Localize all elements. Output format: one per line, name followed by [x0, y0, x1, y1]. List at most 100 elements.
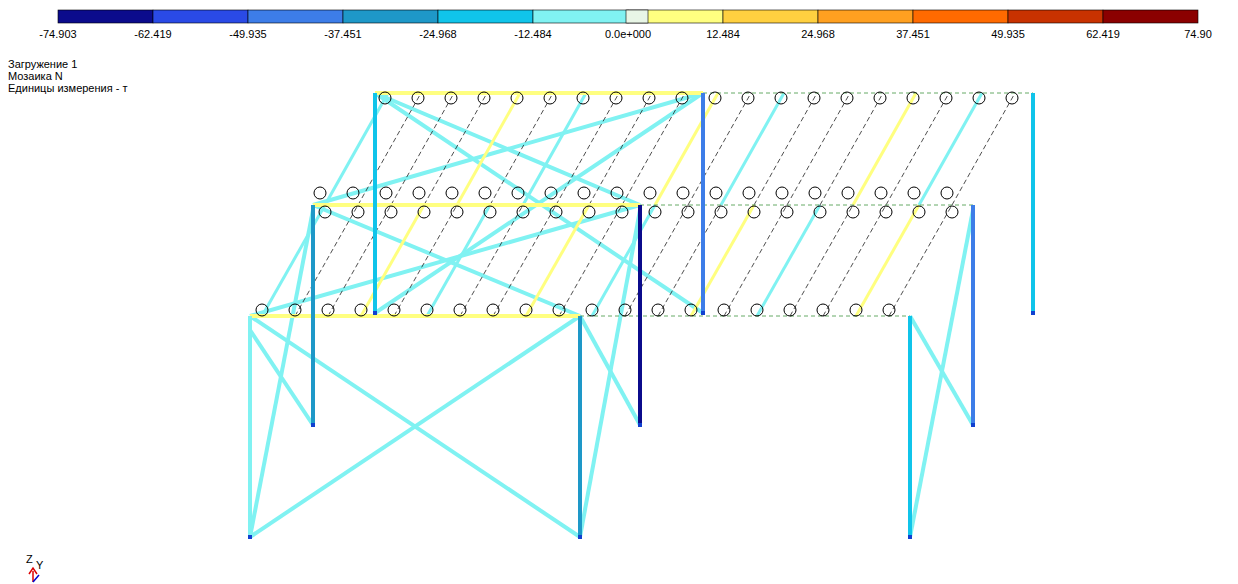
hinge-symbol — [908, 187, 920, 199]
brace — [313, 93, 703, 205]
beam — [640, 205, 973, 206]
purlin — [262, 205, 325, 316]
hinge-symbol — [781, 206, 793, 218]
hinge-symbol — [775, 92, 787, 104]
hinge-symbol — [644, 187, 656, 199]
hinge-symbol — [808, 92, 820, 104]
hinge-symbol — [841, 92, 853, 104]
hinge-symbol — [517, 206, 529, 218]
hinge-symbol — [643, 92, 655, 104]
hinge-symbol — [583, 206, 595, 218]
purlin — [427, 205, 490, 316]
purlin — [724, 205, 787, 316]
purlin — [721, 93, 784, 205]
hinge-symbol — [352, 206, 364, 218]
column — [638, 205, 642, 425]
hinge-symbol — [682, 206, 694, 218]
scale-segment — [723, 10, 818, 23]
hinge-symbol — [718, 304, 730, 316]
purlin — [658, 205, 721, 316]
hinge-symbol — [445, 92, 457, 104]
hinge-symbol — [446, 187, 458, 199]
hinge-symbol — [616, 206, 628, 218]
info-text: Мозаика N — [8, 70, 63, 83]
hinge-symbol — [412, 92, 424, 104]
brace — [910, 210, 973, 537]
hinge-symbol — [484, 206, 496, 218]
hinge-symbol — [809, 187, 821, 199]
purlin — [691, 205, 754, 316]
scale-value: -74.903 — [39, 28, 76, 41]
hinge-symbol — [355, 304, 367, 316]
beam — [580, 316, 910, 317]
scale-segment — [533, 10, 628, 23]
purlin — [625, 205, 688, 316]
hinge-symbol — [913, 206, 925, 218]
scale-value: -62.419 — [134, 28, 171, 41]
hinge-symbol — [511, 92, 523, 104]
column — [1031, 93, 1035, 313]
hinge-symbol — [1006, 92, 1018, 104]
hinge-symbol — [676, 92, 688, 104]
scale-value: -37.451 — [324, 28, 361, 41]
hinge-symbol — [479, 187, 491, 199]
column — [701, 93, 705, 313]
scale-value: 37.451 — [896, 28, 930, 41]
purlin — [328, 205, 391, 316]
purlin — [592, 205, 655, 316]
hinge-symbol — [817, 304, 829, 316]
hinge-symbol — [883, 304, 895, 316]
column — [971, 205, 975, 425]
purlin — [358, 93, 421, 205]
scale-segment — [58, 10, 153, 23]
column — [578, 316, 582, 537]
purlin — [754, 93, 817, 205]
purlin — [790, 205, 853, 316]
scale-value: 74.90 — [1184, 28, 1212, 41]
scale-segment — [626, 10, 648, 23]
hinge-symbol — [314, 187, 326, 199]
hinge-symbol — [319, 206, 331, 218]
brace — [313, 205, 580, 316]
hinge-symbol — [940, 92, 952, 104]
info-text: Загружение 1 — [8, 58, 77, 71]
purlin — [424, 93, 487, 205]
hinge-symbol — [385, 206, 397, 218]
hinge-symbol — [578, 187, 590, 199]
axis-label: Y — [36, 559, 43, 572]
hinge-symbol — [256, 304, 268, 316]
purlin — [295, 205, 358, 316]
support — [908, 535, 912, 539]
hinge-symbol — [347, 187, 359, 199]
hinge-symbol — [743, 187, 755, 199]
hinge-symbol — [413, 187, 425, 199]
column — [311, 205, 315, 425]
purlin — [688, 93, 751, 205]
purlin — [523, 93, 586, 205]
scale-value: 0.0e+000 — [605, 28, 651, 41]
hinge-symbol — [380, 187, 392, 199]
hinge-symbol — [451, 206, 463, 218]
brace — [250, 205, 640, 316]
hinge-symbol — [874, 92, 886, 104]
hinge-symbol — [814, 206, 826, 218]
hinge-symbol — [649, 206, 661, 218]
scale-value: 49.935 — [991, 28, 1025, 41]
frame — [248, 92, 1035, 539]
purlin — [886, 93, 949, 205]
purlin — [622, 93, 685, 205]
hinge-symbol — [685, 304, 697, 316]
hinge-symbol — [710, 187, 722, 199]
purlin — [853, 93, 916, 205]
support — [373, 311, 377, 315]
support — [971, 423, 975, 427]
purlin — [361, 205, 424, 316]
scale-segment — [438, 10, 533, 23]
hinge-symbol — [520, 304, 532, 316]
brace — [250, 210, 313, 537]
scale-segment — [1103, 10, 1198, 23]
scale-segment — [818, 10, 913, 23]
hinge-symbol — [478, 92, 490, 104]
support — [311, 423, 315, 427]
brace — [580, 210, 640, 537]
